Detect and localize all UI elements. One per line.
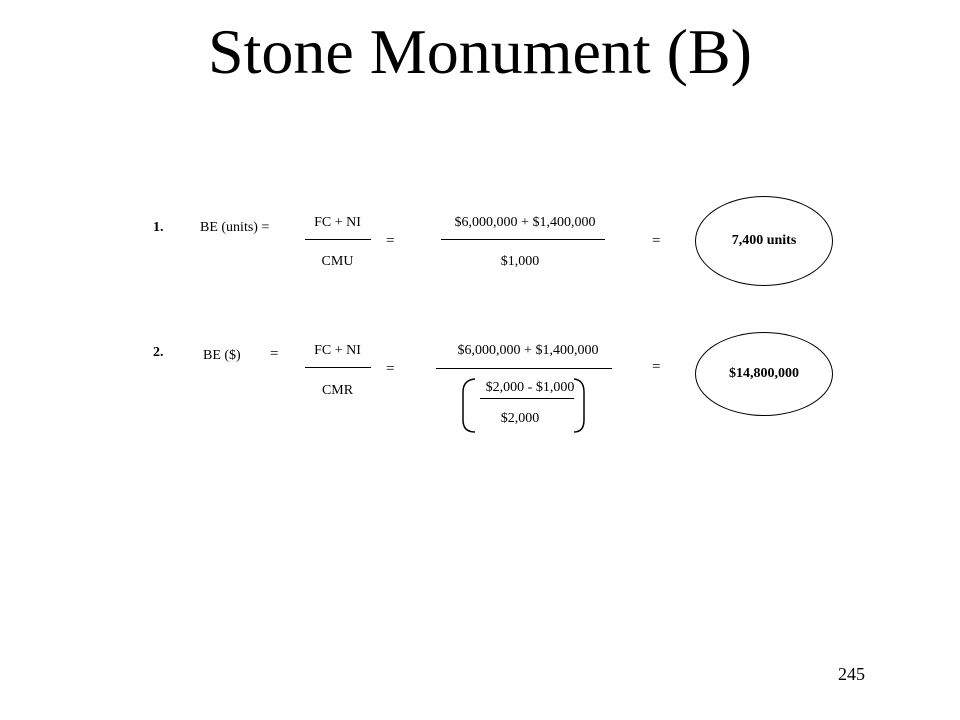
formula-2-ratio-numerator: $2,000 - $1,000	[485, 380, 575, 395]
formula-1-result-ellipse: 7,400 units	[695, 196, 833, 286]
formula-1-denominator: CMU	[321, 254, 354, 269]
slide-title: Stone Monument (B)	[208, 16, 752, 87]
formula-2-equals-2: =	[652, 359, 661, 375]
formula-1-equals-1: =	[386, 233, 395, 249]
formula-2-value-numerator: $6,000,000 + $1,400,000	[457, 343, 599, 358]
formula-2-label-equals: =	[270, 346, 279, 362]
formula-2-result-ellipse: $14,800,000	[695, 332, 833, 416]
formula-2-numerator: FC + NI	[314, 343, 361, 358]
formula-1-equals-2: =	[652, 233, 661, 249]
formula-2-fraction-bar	[305, 367, 371, 368]
formula-2-label: BE ($)	[203, 348, 241, 363]
formula-2-ratio-denominator: $2,000	[500, 411, 540, 426]
formula-1-fraction-bar	[305, 239, 371, 240]
formula-1-numerator: FC + NI	[314, 215, 361, 230]
formula-1-value-numerator: $6,000,000 + $1,400,000	[454, 215, 596, 230]
page-number: 245	[838, 664, 865, 684]
formula-1-value-fraction-bar	[441, 239, 605, 240]
formula-2-equals-1: =	[386, 361, 395, 377]
formula-1-result: 7,400 units	[731, 233, 797, 248]
formula-1-label: BE (units) =	[200, 220, 270, 235]
formula-2-number: 2.	[153, 345, 164, 360]
formula-1-number: 1.	[153, 220, 164, 235]
formula-2-ratio-fraction-bar	[480, 398, 574, 399]
formula-2-result: $14,800,000	[729, 366, 799, 381]
formula-2-value-fraction-bar	[436, 368, 612, 369]
formula-2-denominator: CMR	[321, 383, 354, 398]
formula-1-value-denominator: $1,000	[500, 254, 540, 269]
